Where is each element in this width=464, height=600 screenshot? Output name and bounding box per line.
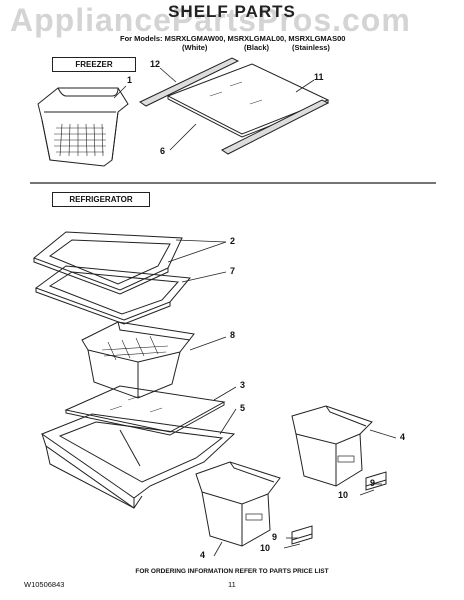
freezer-section-label: FREEZER bbox=[52, 57, 136, 72]
document-number: W10506843 bbox=[24, 580, 65, 589]
crisper-divider-left-drawing bbox=[291, 525, 313, 545]
leader-lines bbox=[113, 67, 397, 557]
crisper-drawer-left-drawing bbox=[195, 461, 281, 547]
crisper-drawer-right-drawing bbox=[291, 405, 373, 487]
callout-4-right: 4 bbox=[400, 432, 406, 442]
callout-5: 5 bbox=[240, 403, 246, 413]
callout-10-left: 10 bbox=[260, 543, 271, 553]
crisper-divider-right-drawing bbox=[365, 471, 387, 491]
callout-3: 3 bbox=[240, 380, 246, 390]
meat-drawer-drawing bbox=[81, 321, 195, 399]
callout-10-right: 10 bbox=[338, 490, 349, 500]
page-title: SHELF PARTS bbox=[168, 2, 296, 21]
callout-9-left: 9 bbox=[272, 532, 278, 542]
freezer-shelf-trim-front-drawing bbox=[138, 57, 240, 107]
callout-12: 12 bbox=[150, 59, 161, 69]
callout-7: 7 bbox=[230, 266, 236, 276]
callout-11: 11 bbox=[314, 72, 324, 82]
crisper-frame-drawing bbox=[40, 413, 236, 509]
callout-8: 8 bbox=[230, 330, 236, 340]
page-number: 11 bbox=[228, 580, 236, 589]
crisper-cover-frame-drawing bbox=[33, 231, 183, 295]
models-line: For Models: MSRXLGMAW00, MSRXLGMAL00, MS… bbox=[120, 34, 346, 43]
watermark: AppliancePartsPros.com bbox=[10, 2, 411, 38]
crisper-cover-glass-drawing bbox=[34, 265, 191, 325]
callout-2: 2 bbox=[230, 236, 236, 246]
callout-1: 1 bbox=[127, 75, 133, 85]
callout-6: 6 bbox=[160, 146, 166, 156]
callout-9-right: 9 bbox=[370, 478, 376, 488]
freezer-glass-shelf-drawing bbox=[166, 63, 330, 138]
refrigerator-glass-shelf-drawing bbox=[64, 385, 226, 436]
color-black: (Black) bbox=[244, 43, 270, 52]
freezer-shelf-trim-rear-drawing bbox=[221, 99, 330, 155]
color-stainless: (Stainless) bbox=[292, 43, 330, 52]
color-white: (White) bbox=[182, 43, 208, 52]
callout-4-left: 4 bbox=[200, 550, 206, 560]
ordering-note: FOR ORDERING INFORMATION REFER TO PARTS … bbox=[135, 568, 329, 575]
freezer-basket-drawing bbox=[37, 87, 129, 167]
refrigerator-section-label: REFRIGERATOR bbox=[52, 192, 150, 207]
